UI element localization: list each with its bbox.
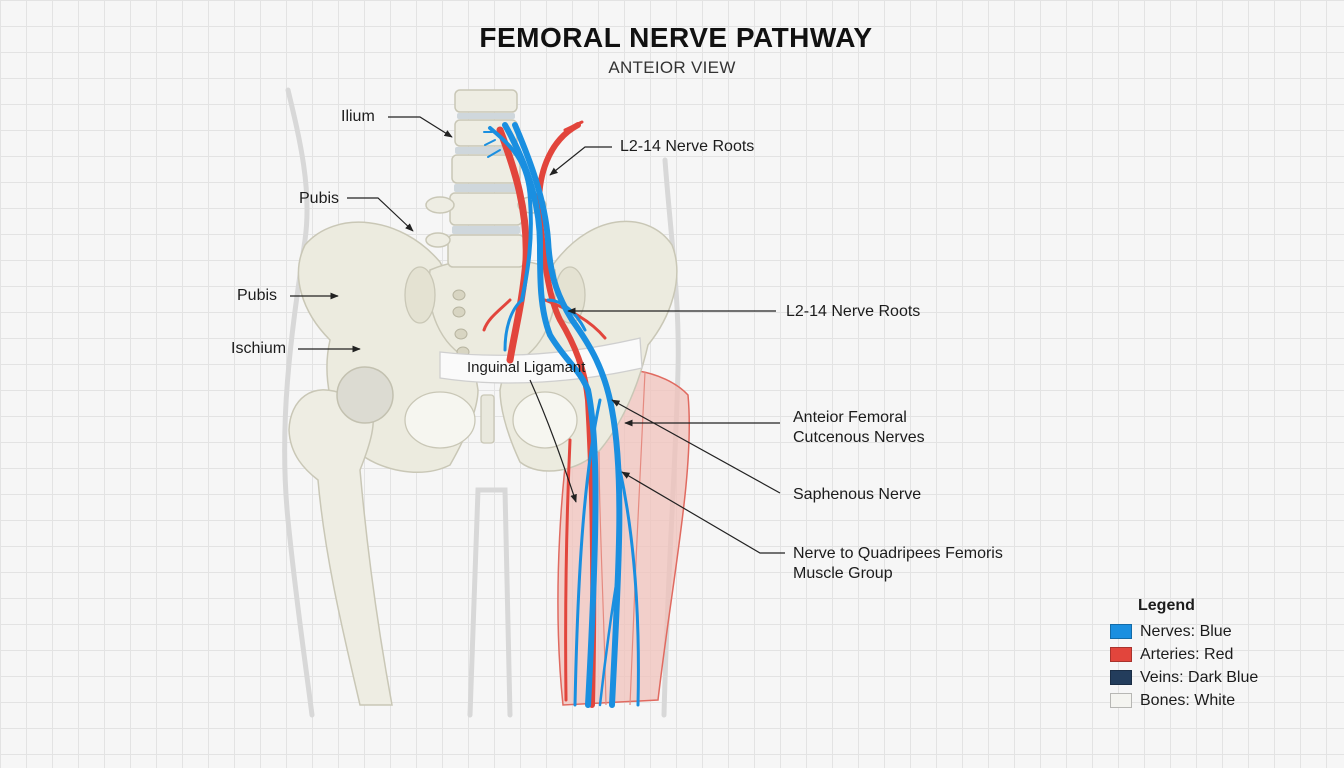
label-ischium: Ischium	[231, 340, 287, 357]
legend-label-bones: Bones: White	[1140, 691, 1236, 709]
label-pubis-lower: Pubis	[237, 287, 278, 304]
legend-title: Legend	[1138, 597, 1195, 614]
legend-swatch-veins	[1110, 670, 1132, 685]
legend-swatch-bones	[1110, 693, 1132, 708]
legend-label-veins: Veins: Dark Blue	[1140, 668, 1259, 686]
label-anterior-femoral-cutaneous-1: Anteior Femoral	[793, 409, 907, 426]
legend: Legend Nerves: Blue Arteries: Red Veins:…	[1110, 597, 1290, 712]
legend-label-arteries: Arteries: Red	[1140, 645, 1234, 663]
nerves	[483, 122, 640, 708]
diagram-subtitle: ANTEIOR VIEW	[608, 58, 736, 77]
label-anterior-femoral-cutaneous-2: Cutcenous Nerves	[793, 429, 925, 446]
legend-item-nerves: Nerves: Blue	[1110, 620, 1290, 643]
label-quadriceps-nerve-1: Nerve to Quadripees Femoris	[793, 545, 1003, 562]
label-nerve-roots-lower: L2-14 Nerve Roots	[786, 303, 921, 320]
label-inguinal-ligament: Inguinal Ligamant	[467, 359, 586, 376]
leader-lines	[290, 116, 785, 554]
legend-item-bones: Bones: White	[1110, 689, 1290, 712]
legend-label-nerves: Nerves: Blue	[1140, 622, 1232, 640]
label-saphenous-nerve: Saphenous Nerve	[793, 486, 922, 503]
label-ilium: Ilium	[341, 108, 375, 125]
femoral-head	[336, 366, 394, 424]
legend-swatch-nerves	[1110, 624, 1132, 639]
legend-swatch-arteries	[1110, 647, 1132, 662]
legend-item-arteries: Arteries: Red	[1110, 643, 1290, 666]
label-nerve-roots-upper: L2-14 Nerve Roots	[620, 138, 755, 155]
label-quadriceps-nerve-2: Muscle Group	[793, 565, 893, 582]
femur	[288, 389, 393, 706]
label-pubis-upper: Pubis	[299, 190, 340, 207]
legend-item-veins: Veins: Dark Blue	[1110, 666, 1290, 689]
diagram-title: FEMORAL NERVE PATHWAY	[479, 22, 873, 53]
